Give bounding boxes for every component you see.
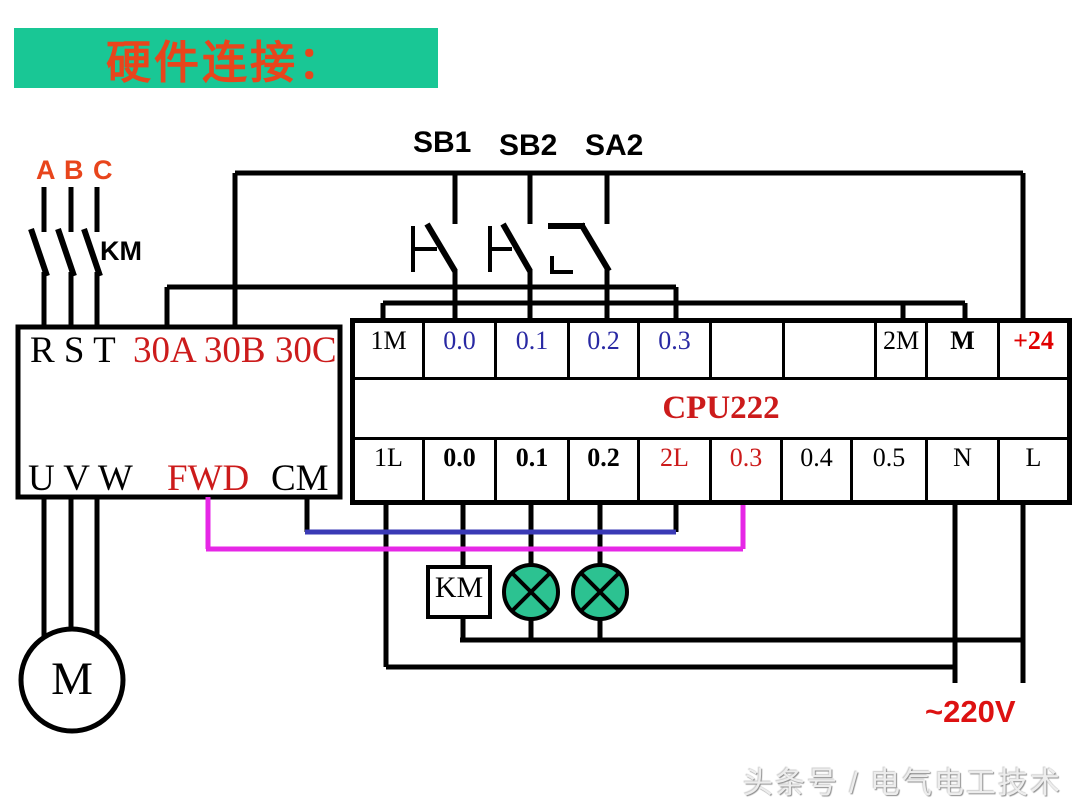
sb2-switch bbox=[488, 226, 512, 272]
title-banner: 硬件连接： bbox=[14, 28, 438, 88]
plc-top-terminal-+24: +24 bbox=[1013, 326, 1054, 355]
plc-bottom-terminal-N: N bbox=[928, 440, 1000, 500]
drive-box bbox=[15, 324, 343, 500]
switch-sb2-label: SB2 bbox=[499, 129, 558, 162]
drive-uvw-label: U V W bbox=[28, 458, 133, 499]
plc-top-terminal-0.0: 0.0 bbox=[425, 323, 497, 377]
plc-top-terminal-0.2: 0.2 bbox=[570, 323, 640, 377]
motor-label: M bbox=[51, 653, 93, 705]
plc-bottom-terminal-0.1: 0.1 bbox=[497, 440, 570, 500]
plc-cpu-band: CPU222 bbox=[355, 380, 1067, 437]
contactor-coil-box bbox=[426, 565, 492, 619]
drive-fwd-label: FWD bbox=[167, 458, 250, 499]
plc-bottom-terminal-0.2: 0.2 bbox=[570, 440, 640, 500]
supply-220v-label: ~220V bbox=[925, 694, 1016, 729]
indicator-lamp-1 bbox=[502, 563, 560, 621]
plc-top-terminal-0.3: 0.3 bbox=[640, 323, 712, 377]
plc-bottom-terminal-0.3: 0.3 bbox=[712, 440, 783, 500]
watermark-text: 头条号 / 电气电工技术 bbox=[742, 767, 1062, 800]
plc-top-terminal-blank bbox=[712, 323, 785, 377]
drive-cm-label: CM bbox=[271, 458, 329, 499]
switch-sb1-label: SB1 bbox=[413, 126, 472, 159]
sb1-switch bbox=[411, 226, 437, 272]
black-wires bbox=[28, 170, 1026, 683]
plc-bottom-terminal-0.4: 0.4 bbox=[783, 440, 853, 500]
switch-sa2-label: SA2 bbox=[585, 129, 644, 162]
contactor-coil-label: KM bbox=[434, 571, 484, 604]
plc-top-terminal-1M: 1M bbox=[355, 323, 425, 377]
page-title: 硬件连接： bbox=[105, 36, 346, 88]
contactor-blades bbox=[28, 228, 103, 277]
plc-bottom-terminal-L: L bbox=[1025, 443, 1042, 472]
plc-bottom-terminal-2L: 2L bbox=[640, 440, 712, 500]
drive-rst-label: R S T bbox=[30, 330, 116, 371]
motor-circle bbox=[18, 626, 126, 734]
plc-bottom-terminal-1L: 1L bbox=[355, 440, 425, 500]
plc-cpu-label: CPU222 bbox=[662, 390, 780, 426]
contactor-km-label: KM bbox=[100, 236, 142, 266]
magenta-wire-fwd-03 bbox=[205, 497, 746, 552]
plc-top-terminal-M: M bbox=[928, 323, 1000, 377]
plc-bottom-terminal-0.0: 0.0 bbox=[425, 440, 497, 500]
plc-top-terminal-0.1: 0.1 bbox=[497, 323, 570, 377]
phase-abc-label: A B C bbox=[36, 155, 114, 185]
indicator-lamp-2 bbox=[571, 563, 629, 621]
drive-30abc-label: 30A 30B 30C bbox=[133, 330, 337, 371]
plc-bottom-terminal-0.5: 0.5 bbox=[853, 440, 928, 500]
plc-top-terminal-blank bbox=[785, 323, 877, 377]
plc-top-terminal-2M: 2M bbox=[877, 323, 928, 377]
